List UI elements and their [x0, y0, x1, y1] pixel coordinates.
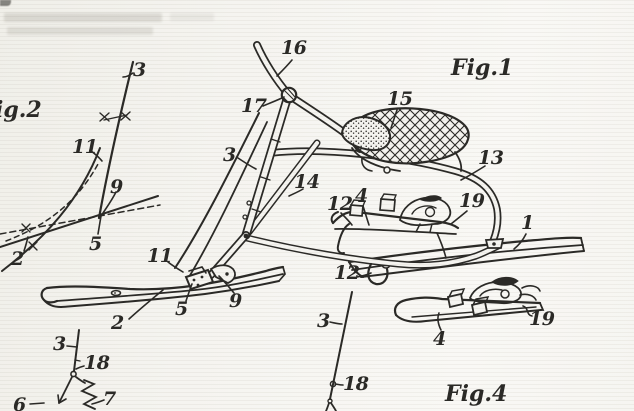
- ref-13-fig1: 13: [478, 147, 504, 169]
- ref-9-fig2: 9: [110, 176, 123, 198]
- fig1-caption: Fig.1: [451, 55, 514, 81]
- ref-7-fig3: 7: [103, 388, 116, 410]
- asterisk-mark: [99, 112, 110, 122]
- ref-4-fig1: 4: [355, 185, 368, 207]
- asterisk-mark: [120, 111, 131, 121]
- ref-1-fig1: 1: [521, 212, 534, 234]
- fig3-partial-drawing: [29, 329, 105, 410]
- ref-14-fig1: 14: [294, 171, 320, 193]
- ref-18-fig4: 18: [343, 373, 369, 395]
- front-ski: [40, 265, 286, 308]
- ref-11-fig2: 11: [72, 136, 98, 158]
- fig2-caption: ig.2: [0, 97, 42, 123]
- binding-19: [399, 196, 452, 227]
- ref-18-fig3: 18: [84, 352, 110, 374]
- ref-12-lower-fig1: 12: [334, 262, 360, 284]
- asterisk-mark: [21, 223, 31, 233]
- ref-3-fig2: 3: [133, 59, 146, 81]
- ref-11-fig1: 11: [147, 245, 173, 267]
- bleedthrough-text-artifact: [170, 13, 214, 21]
- ref-5-fig1: 5: [175, 298, 188, 320]
- ref-2-fig2: 2: [11, 248, 24, 270]
- ref-9-fig1: 9: [229, 290, 242, 312]
- foot-peg-upper: [336, 223, 350, 255]
- hinge-9: [209, 264, 236, 284]
- bleedthrough-text-artifact: [4, 13, 162, 22]
- spring-zigzag: [80, 379, 98, 410]
- ref-19-fig4: 19: [529, 308, 555, 330]
- fig1-drawing: [40, 41, 585, 320]
- ref-3-fig3: 3: [53, 333, 66, 355]
- asterisk-mark: [28, 241, 38, 251]
- front-spring-curve: [174, 112, 260, 269]
- ref-5-fig2: 5: [89, 233, 102, 255]
- fig4-caption: Fig.4: [445, 381, 508, 407]
- ref-3-fig1: 3: [223, 144, 236, 166]
- foot-peg-lower: [367, 262, 389, 286]
- bracket-5: [184, 268, 215, 291]
- fig4-foot-ski-drawing: [393, 276, 545, 331]
- ref-4-fig4: 4: [433, 328, 446, 350]
- foot-ski-board: [393, 296, 542, 317]
- ref-17-fig1: 17: [241, 95, 267, 117]
- ref-16-fig1: 16: [281, 37, 307, 59]
- seat-front-roll: [340, 115, 392, 152]
- ref-19-fig1: 19: [459, 190, 485, 212]
- seat: [340, 107, 470, 174]
- ref-12-upper-fig1: 12: [327, 193, 353, 215]
- ref-15-fig1: 15: [387, 88, 413, 110]
- bleedthrough-text-artifact: [7, 27, 153, 35]
- ref-2-fig1: 2: [111, 312, 124, 334]
- ref-6-fig3: 6: [13, 394, 26, 411]
- scan-smudge: [0, 0, 11, 6]
- fig1-leader-lines: [128, 59, 527, 320]
- fig2-drawing: [0, 60, 161, 272]
- ref-3-fig4: 3: [317, 310, 330, 332]
- fig4-partial-drawing: [325, 291, 353, 411]
